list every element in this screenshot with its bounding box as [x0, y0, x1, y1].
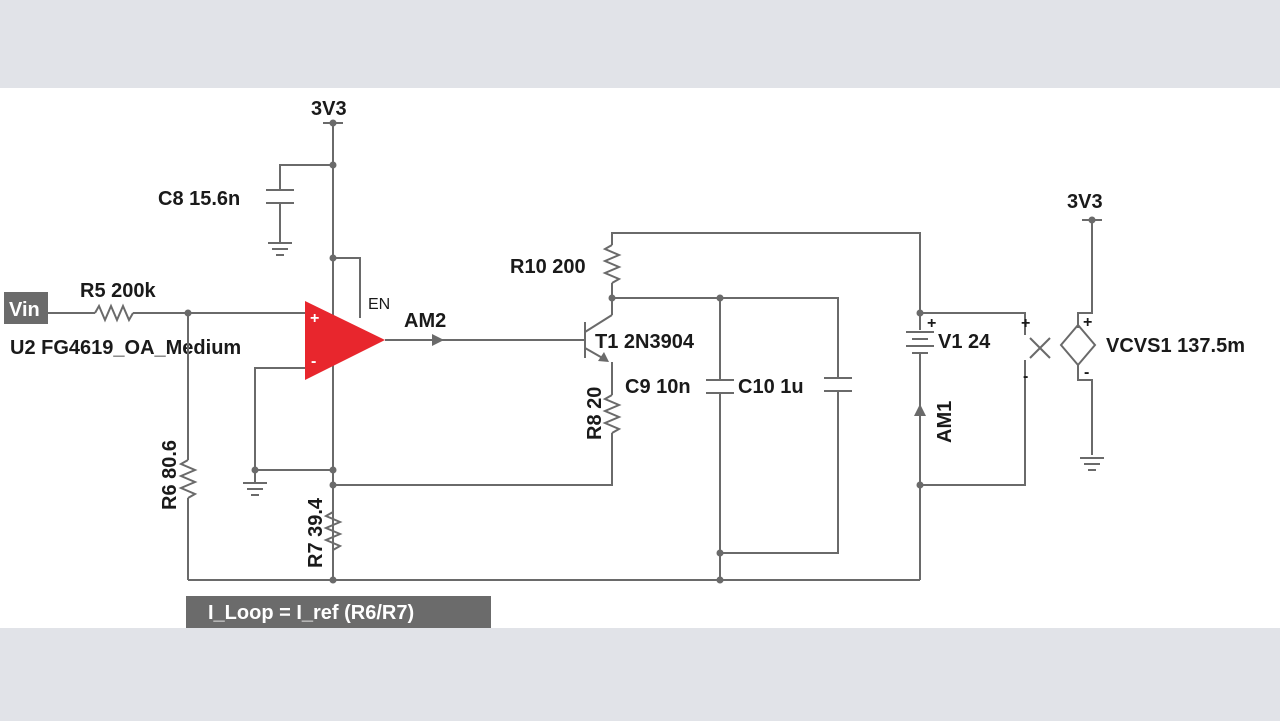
- am2-arrow-icon: [432, 334, 444, 346]
- r7-label: R7 39.4: [305, 497, 327, 568]
- vcvs1-label: VCVS1 137.5m: [1106, 335, 1245, 357]
- vcvs-plus-sign: +: [1083, 314, 1092, 331]
- opamp-u2: + - EN U2 FG4619_OA_Medium: [10, 296, 390, 380]
- formula-text: I_Loop = I_ref (R6/R7): [208, 602, 414, 624]
- junction-nodes: [184, 119, 1096, 584]
- v1-plus-sign: +: [927, 315, 936, 332]
- am1-arrow-icon: [914, 404, 926, 416]
- ground-icon: [1080, 457, 1104, 471]
- ammeter-am2: AM2: [385, 310, 585, 346]
- c8-label: C8 15.6n: [158, 188, 240, 210]
- vcvs1-source: + - VCVS1 137.5m: [1059, 220, 1245, 471]
- opamp-en-label: EN: [368, 296, 390, 313]
- transistor-t1: T1 2N3904: [584, 314, 695, 362]
- t1-label: T1 2N3904: [595, 331, 695, 353]
- ground-icon: [268, 242, 292, 256]
- r8-label: R8 20: [584, 387, 606, 440]
- sense-minus-sign: -: [1023, 368, 1028, 385]
- opamp-plus-sign: +: [310, 310, 319, 327]
- ammeter-am1: AM1: [914, 353, 956, 580]
- supply-3v3-right-label: 3V3: [1067, 191, 1103, 213]
- bottom-frame-band: [0, 628, 1280, 721]
- resistor-r5: R5 200k: [80, 280, 305, 323]
- vin-tag: [4, 292, 48, 324]
- vcvs-minus-sign: -: [1084, 364, 1089, 381]
- am1-label: AM1: [934, 401, 956, 443]
- battery-v1: + V1 24: [906, 298, 991, 354]
- r10-label: R10 200: [510, 256, 586, 278]
- capacitor-c10: C10 1u: [720, 376, 852, 554]
- c9-label: C9 10n: [625, 376, 691, 398]
- v1-label: V1 24: [938, 331, 991, 353]
- r5-label: R5 200k: [80, 280, 156, 302]
- capacitor-c9: C9 10n: [625, 298, 734, 580]
- supply-3v3-right: 3V3: [1067, 191, 1103, 221]
- vcvs-sense-port: + -: [920, 312, 1051, 486]
- r6-label: R6 80.6: [159, 440, 181, 510]
- resistor-r8: R8 20: [584, 362, 622, 440]
- am2-label: AM2: [404, 310, 446, 332]
- formula-tag: I_Loop = I_ref (R6/R7): [186, 596, 491, 628]
- top-frame-band: [0, 0, 1280, 88]
- c10-label: C10 1u: [738, 376, 804, 398]
- opamp-triangle-icon: [305, 301, 385, 380]
- sense-plus-sign: +: [1021, 315, 1030, 332]
- diamond-source-icon: [1059, 323, 1097, 367]
- input-vin: Vin: [4, 292, 95, 324]
- supply-3v3-top-label: 3V3: [311, 98, 347, 120]
- opamp-minus-sign: -: [311, 353, 316, 370]
- opamp-name-label: U2 FG4619_OA_Medium: [10, 337, 241, 359]
- emitter-arrow-icon: [598, 352, 609, 362]
- resistor-r10: R10 200: [510, 232, 921, 315]
- schematic-canvas: [0, 88, 1280, 628]
- resistor-r6: R6 80.6: [159, 313, 198, 580]
- vin-tag-label: Vin: [9, 299, 40, 321]
- capacitor-c8: C8 15.6n: [158, 164, 333, 256]
- ground-icon: [243, 482, 267, 496]
- resistor-r7: R7 39.4: [305, 497, 343, 568]
